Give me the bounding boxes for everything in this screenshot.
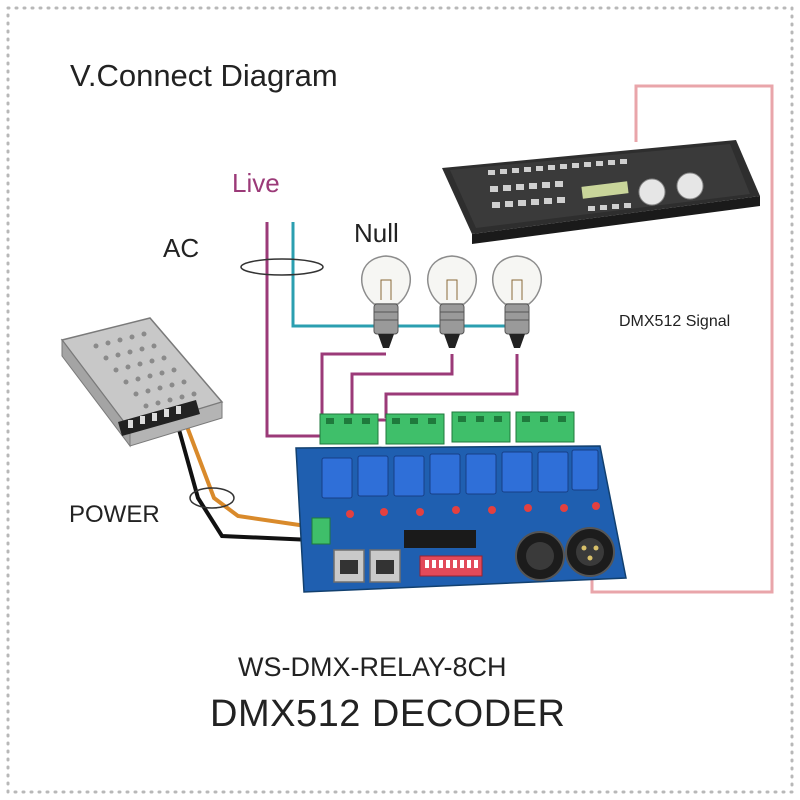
light-bulb-icon	[361, 255, 411, 348]
power-label: POWER	[69, 501, 160, 528]
light-bulb-icon	[427, 255, 477, 348]
terminal-blocks	[319, 411, 575, 445]
light-bulbs	[361, 255, 542, 348]
power-positive-wire	[184, 423, 314, 529]
power-supply	[60, 317, 224, 448]
power-negative-wire	[176, 425, 313, 542]
xlr-connectors	[515, 527, 615, 581]
power-cable-ring	[189, 487, 235, 509]
product-model: WS-DMX-RELAY-8CH	[238, 652, 507, 682]
ac-cable-ring	[240, 258, 324, 276]
ic-chip	[404, 530, 476, 548]
light-bulb-icon	[492, 255, 542, 348]
dotted-frame	[6, 6, 794, 794]
board-power-terminal	[311, 517, 331, 545]
relay-board	[295, 411, 627, 593]
null-label: Null	[354, 218, 399, 248]
rj45-ports	[333, 549, 401, 583]
dip-switch	[419, 555, 483, 577]
relays	[321, 449, 599, 499]
diagram-title: V.Connect Diagram	[70, 58, 338, 93]
live-label: Live	[232, 168, 280, 198]
dmx-controller	[442, 140, 760, 244]
dmx-signal-wire	[590, 84, 774, 594]
dmx-signal-label: DMX512 Signal	[619, 313, 731, 330]
ac-label: AC	[163, 233, 200, 263]
product-name: DMX512 DECODER	[210, 693, 566, 735]
